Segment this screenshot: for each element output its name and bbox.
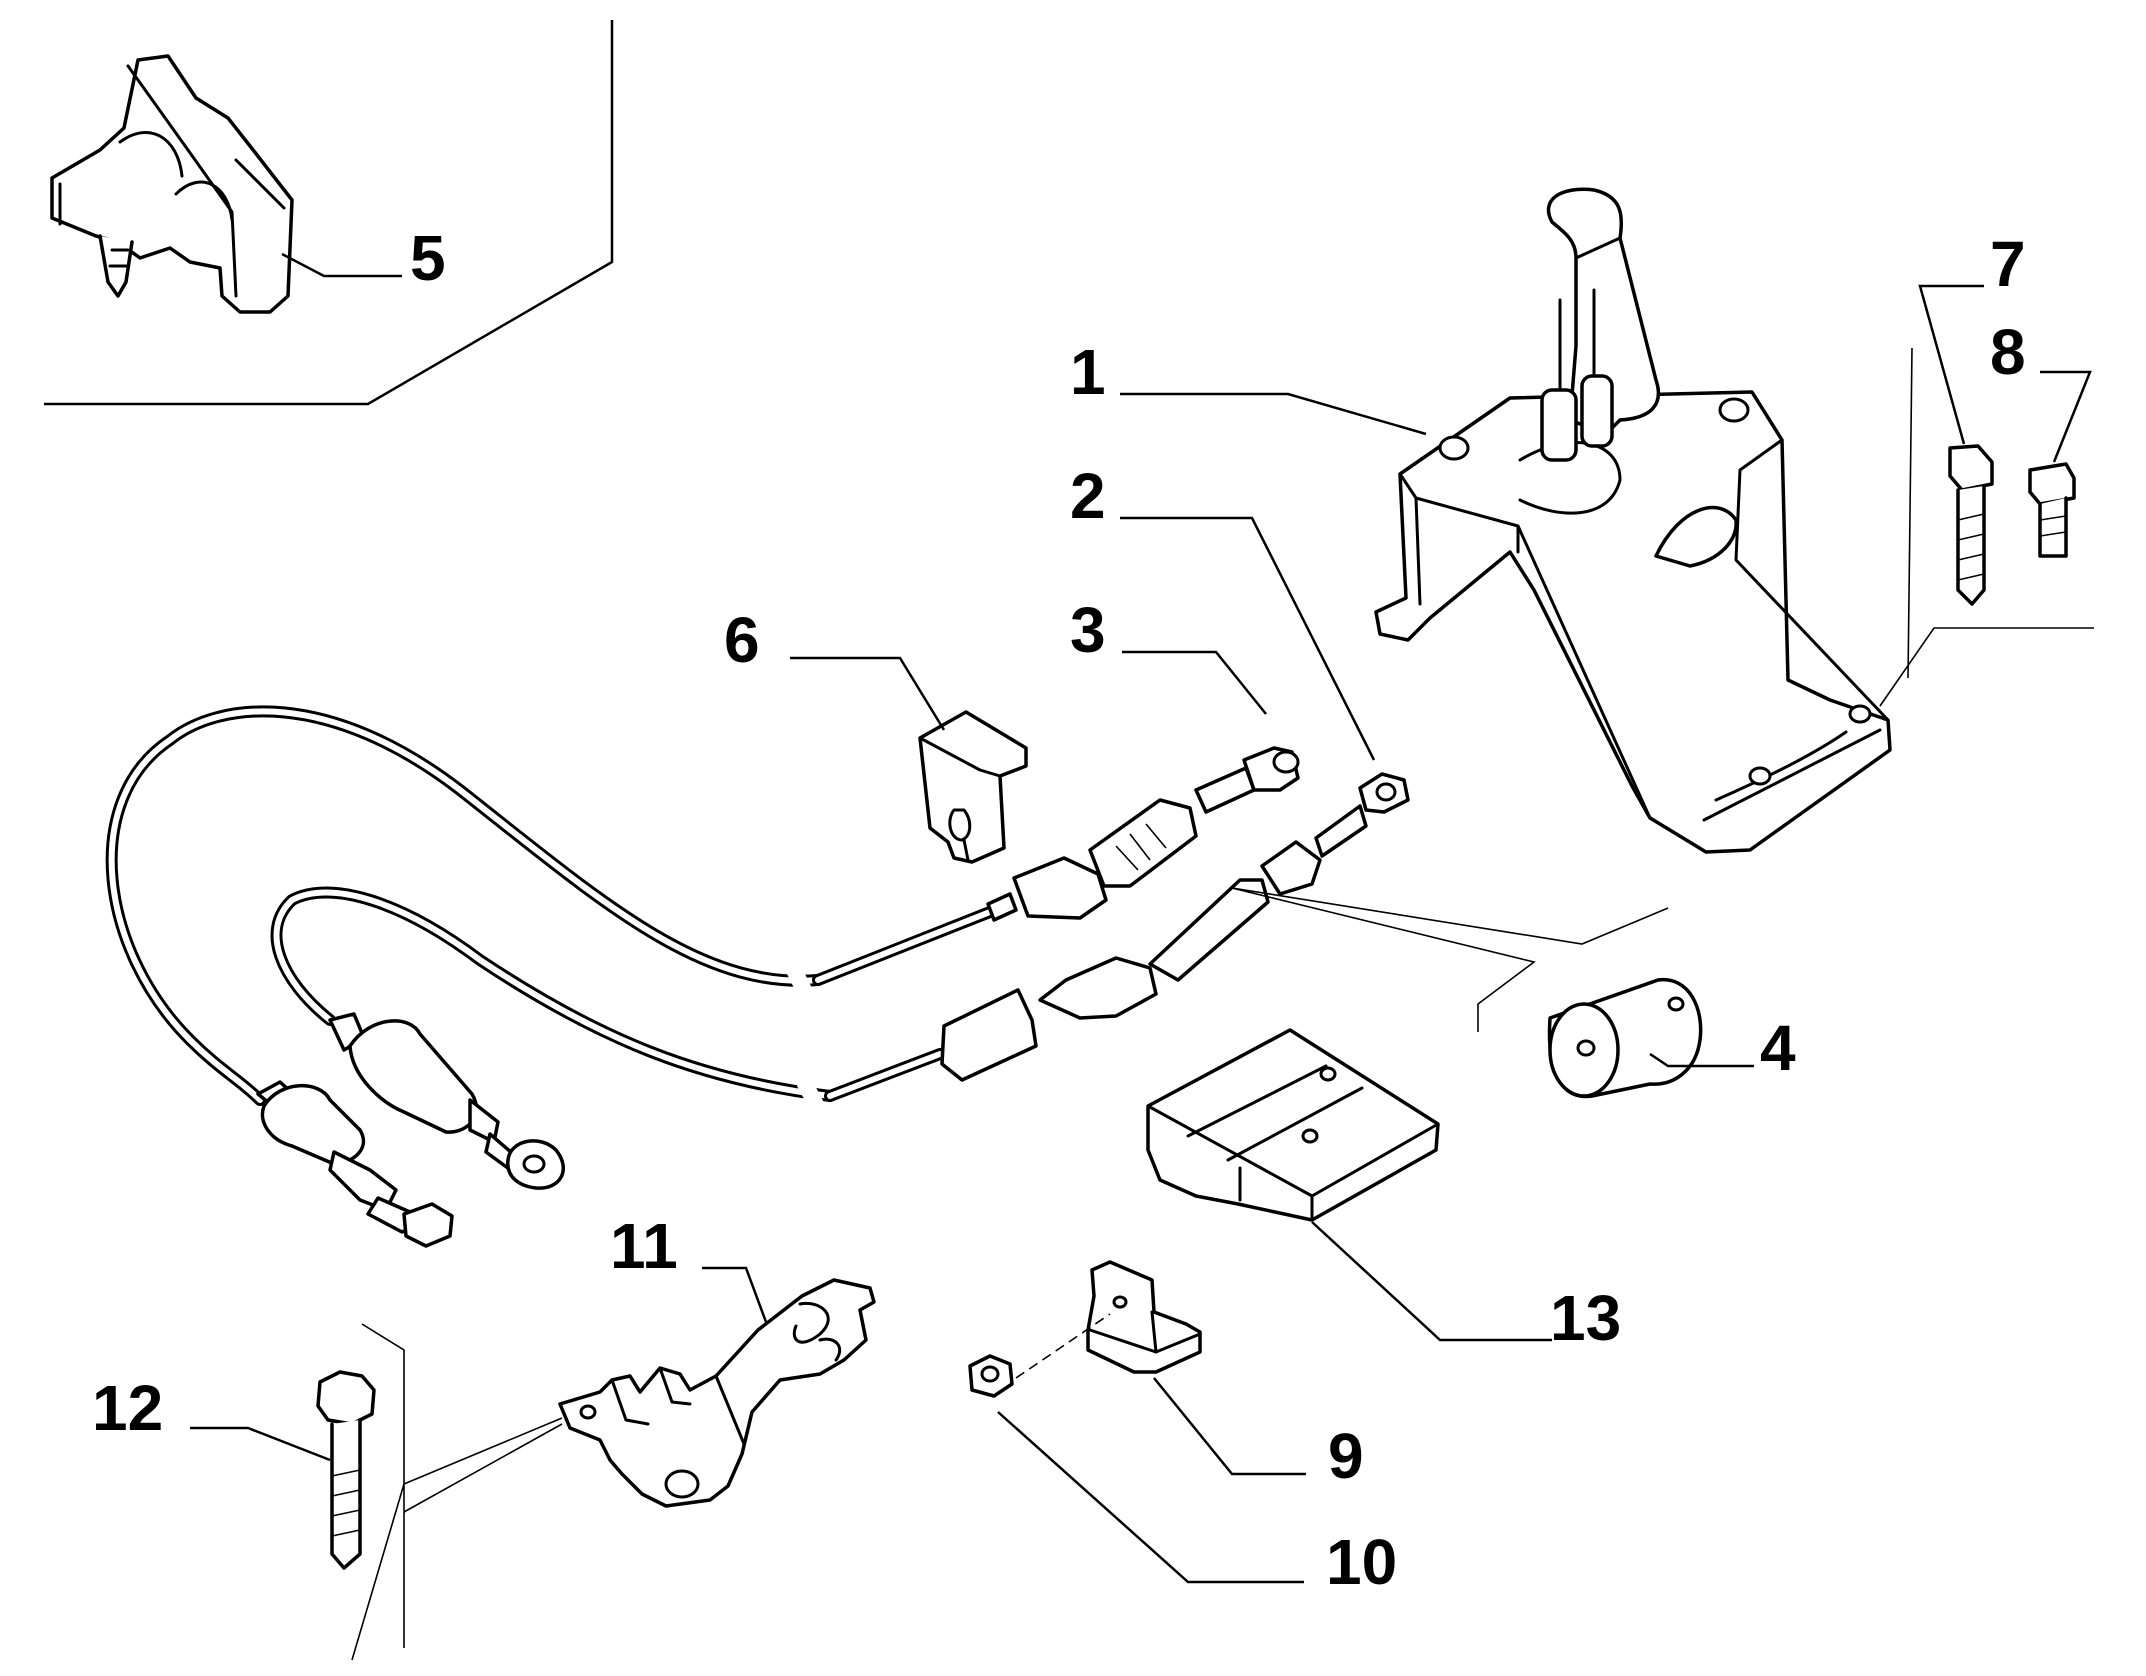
callout-9: 9 [1328,1420,1364,1492]
callout-3: 3 [1070,594,1106,666]
part-7-flange-bolt [1948,444,1994,606]
part-10-nut [968,1354,1014,1398]
part-4-damper [1547,978,1703,1099]
guide-lines-12-11 [351,1323,563,1661]
part-11-support-bracket [558,1278,876,1508]
callout-13: 13 [1550,1282,1622,1354]
callout-4: 4 [1760,1012,1796,1084]
callout-leaders [190,252,2092,1584]
callout-6: 6 [724,604,760,676]
part-1-lever-housing [1374,187,1892,854]
part-13-pad [1146,1028,1440,1222]
callout-2: 2 [1070,460,1106,532]
callout-5: 5 [410,222,446,294]
part-5-cable-clip [50,54,294,314]
callout-8: 8 [1990,316,2026,388]
callout-10: 10 [1326,1526,1398,1598]
part-9-bracket [1015,1260,1202,1379]
part-12-long-bolt [316,1370,376,1570]
part-2-3-gear-cables [105,705,1410,1248]
callout-11: 11 [610,1210,678,1282]
guide-lines-7-8 [1879,347,2094,707]
inset-frame [44,20,614,406]
part-6-retaining-clip [918,710,1028,864]
callout-7: 7 [1990,228,2026,300]
part-8-hex-bolt [2028,462,2076,558]
guide-lines-2-4 [1231,887,1669,1032]
callout-1: 1 [1070,336,1106,408]
callout-12: 12 [92,1372,164,1444]
